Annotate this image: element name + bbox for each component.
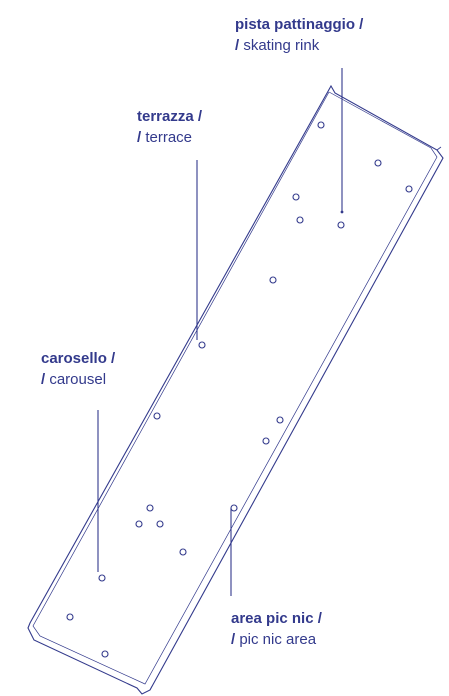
marker — [135, 520, 143, 528]
label-skating-rink-it: pista pattinaggio / — [235, 16, 364, 33]
marker — [198, 341, 206, 349]
marker — [230, 504, 238, 512]
marker — [337, 221, 345, 229]
label-carousel-it: carosello / — [41, 350, 116, 367]
marker — [101, 650, 109, 658]
label-picnic-area-en: pic nic area — [235, 631, 317, 648]
marker — [269, 276, 277, 284]
marker — [66, 613, 74, 621]
label-picnic-area-slash: / — [231, 631, 236, 648]
marker — [179, 548, 187, 556]
marker — [156, 520, 164, 528]
marker — [262, 437, 270, 445]
label-carousel: carosello / / carousel — [41, 348, 115, 390]
site-boundary-inner — [32, 91, 438, 685]
marker — [374, 159, 382, 167]
marker — [296, 216, 304, 224]
marker — [153, 412, 161, 420]
site-boundary — [27, 84, 444, 695]
label-picnic-area-it: area pic nic / — [231, 610, 322, 627]
marker — [317, 121, 325, 129]
label-skating-rink: pista pattinaggio / / skating rink — [235, 14, 363, 56]
marker — [405, 185, 413, 193]
label-terrace-it: terrazza / — [137, 108, 203, 125]
marker — [276, 416, 284, 424]
label-terrace-slash: / — [137, 129, 142, 146]
label-terrace: terrazza / / terrace — [137, 106, 202, 148]
label-skating-rink-slash: / — [235, 37, 240, 54]
marker — [146, 504, 154, 512]
marker — [98, 574, 106, 582]
label-picnic-area: area pic nic / / pic nic area — [231, 608, 322, 650]
label-terrace-en: terrace — [141, 129, 193, 146]
label-carousel-slash: / — [41, 371, 46, 388]
marker — [292, 193, 300, 201]
label-skating-rink-en: skating rink — [239, 37, 320, 54]
label-carousel-en: carousel — [45, 371, 107, 388]
